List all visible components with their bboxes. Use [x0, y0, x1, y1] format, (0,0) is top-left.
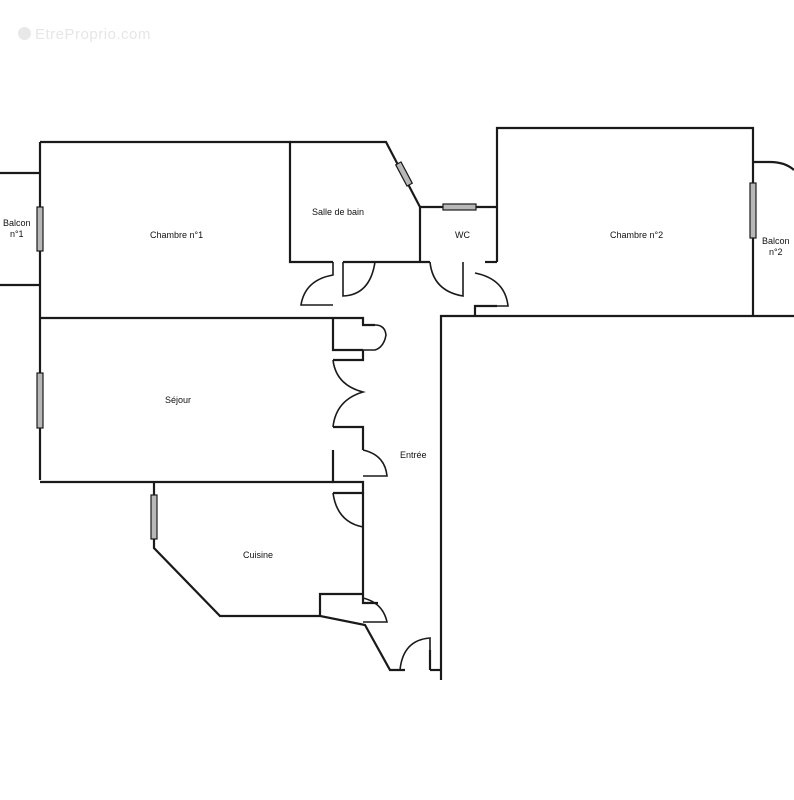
windows [36, 161, 757, 540]
label-balcon-2: Balcon n°2 [762, 236, 790, 258]
room-salle-de-bain-walls [290, 140, 430, 264]
window-sejour [36, 372, 44, 429]
window-wc [442, 203, 477, 211]
label-sejour: Séjour [165, 395, 192, 405]
label-wc: WC [455, 230, 470, 240]
window-chambre-2 [749, 182, 757, 239]
room-chambre-2-walls [439, 126, 794, 680]
balcony-1-outline [0, 171, 40, 287]
label-cuisine: Cuisine [243, 550, 274, 560]
label-chambre-2: Chambre n°2 [610, 230, 664, 240]
watermark-text: EtreProprio.com [35, 26, 151, 43]
label-entree: Entrée [400, 450, 427, 460]
door-arcs [300, 261, 509, 671]
balcon-2-line2: n°2 [768, 247, 783, 257]
window-salle-de-bain [394, 161, 414, 187]
label-salle-de-bain: Salle de bain [312, 207, 365, 217]
room-sejour-walls [40, 316, 375, 495]
balcon-1-line1: Balcon [3, 218, 31, 228]
label-chambre-1: Chambre n°1 [150, 230, 204, 240]
balcon-2-line1: Balcon [762, 236, 790, 246]
watermark: EtreProprio.com [18, 26, 151, 43]
room-chambre-1-walls [38, 140, 333, 480]
logo-circle-icon [18, 27, 31, 40]
balcon-1-line2: n°1 [9, 229, 24, 239]
window-chambre-1 [36, 206, 44, 252]
window-cuisine [150, 494, 158, 540]
label-balcon-1: Balcon n°1 [3, 218, 31, 240]
room-cuisine-walls [152, 482, 441, 672]
